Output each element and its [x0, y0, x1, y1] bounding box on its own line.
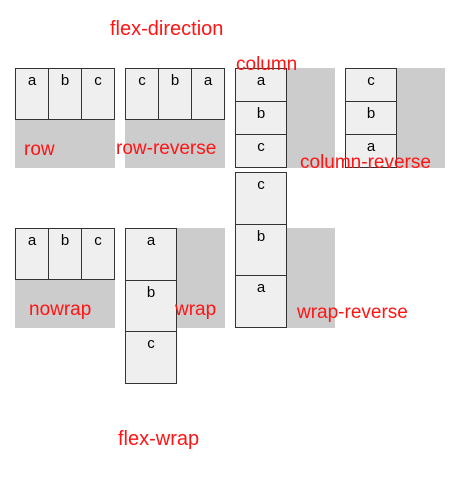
- nowrap-item: a: [15, 228, 49, 280]
- column-item: c: [235, 134, 287, 168]
- wrap-item: a: [125, 228, 177, 281]
- column-reverse-item: c: [345, 68, 397, 102]
- label-nowrap: nowrap: [29, 299, 92, 320]
- wrap-reverse-item: a: [235, 275, 287, 328]
- row-reverse-item: a: [191, 68, 225, 120]
- wrap-reverse-item: b: [235, 224, 287, 276]
- label-row-reverse: row-reverse: [116, 138, 217, 159]
- row-reverse-item: b: [158, 68, 192, 120]
- title-flex-direction: flex-direction: [110, 18, 224, 40]
- title-flex-wrap: flex-wrap: [118, 428, 200, 450]
- column-reverse-item: b: [345, 101, 397, 135]
- row-item: c: [81, 68, 115, 120]
- column-item: b: [235, 101, 287, 135]
- wrap-reverse-item: c: [235, 172, 287, 225]
- row-item: a: [15, 68, 49, 120]
- row-item: b: [48, 68, 82, 120]
- nowrap-item: b: [48, 228, 82, 280]
- row-reverse-item: c: [125, 68, 159, 120]
- label-wrap: wrap: [175, 299, 217, 320]
- label-wrap-reverse: wrap-reverse: [297, 302, 408, 323]
- label-column-reverse: column-reverse: [300, 152, 431, 173]
- wrap-item: c: [125, 331, 177, 384]
- wrap-item: b: [125, 280, 177, 332]
- label-column: column: [236, 54, 298, 75]
- nowrap-item: c: [81, 228, 115, 280]
- label-row: row: [24, 139, 55, 160]
- column-reverse-item: a: [345, 134, 397, 168]
